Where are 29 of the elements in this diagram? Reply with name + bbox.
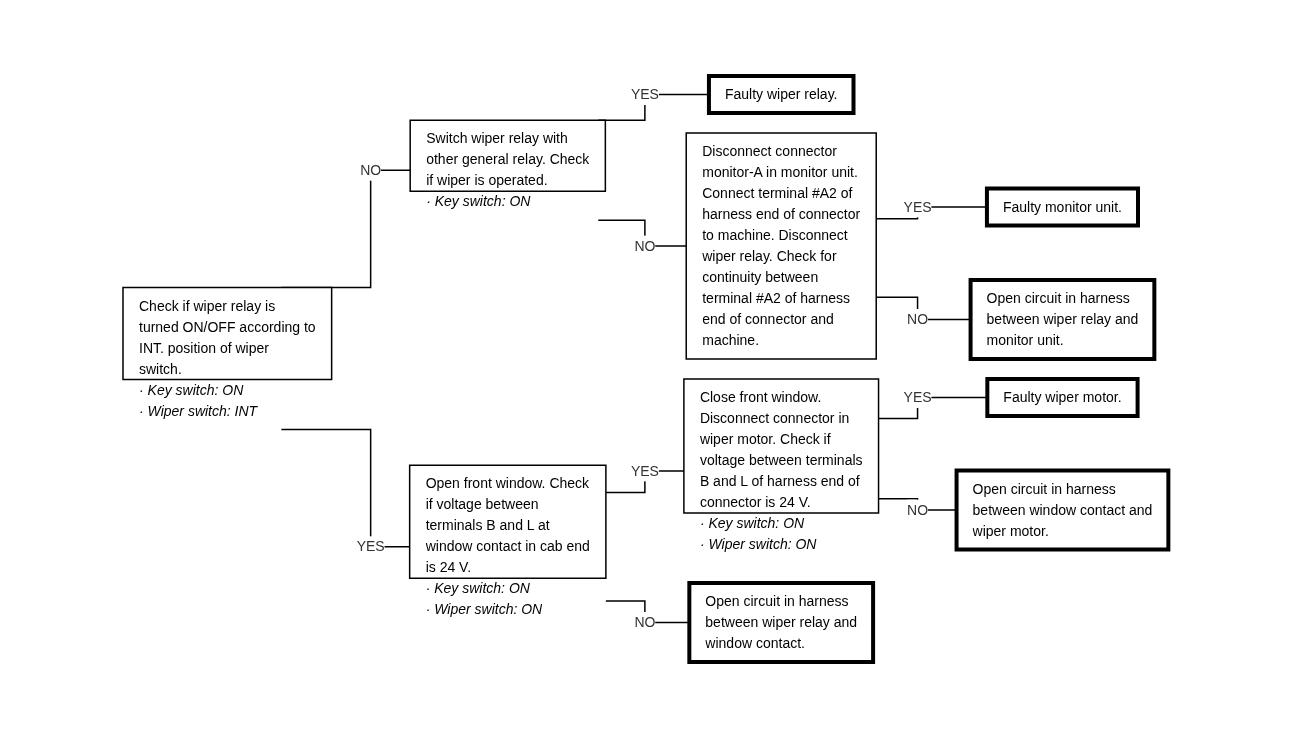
node-box: Open circuit in harness between wiper relay and monitor unit. xyxy=(968,277,1157,361)
node-box: Faulty wiper relay. xyxy=(706,73,856,115)
edge-label: NO xyxy=(634,613,656,630)
edge-label: YES xyxy=(903,198,932,214)
node-label: · Key switch: ON xyxy=(138,381,244,397)
edge-label: YES xyxy=(356,537,385,554)
edge-label: NO xyxy=(359,161,381,178)
node-box: Faulty monitor unit. xyxy=(984,186,1140,227)
node-label: · Wiper switch: INT xyxy=(138,402,257,418)
node-box: Disconnect connector monitor-A in monitor unit. Connect terminal #A2 of harness end of connector to machine. Disconnect wiper relay. Check for continuity between terminal #A2 of harness end of connector and machine. xyxy=(685,131,877,360)
node-box: Check if wiper relay is turned ON/OFF according to INT. position of wiper switch. xyxy=(122,286,333,380)
node-box: Open circuit in harness between wiper relay and window contact. xyxy=(687,580,875,664)
edge-label: YES xyxy=(630,462,659,478)
connector xyxy=(597,219,687,247)
node-box: Close front window. Disconnect connector in wiper motor. Check if voltage between terminals B and L of harness end of connector is 24 V. xyxy=(682,377,880,514)
node-label: · Wiper switch: ON xyxy=(425,600,543,617)
node-label: · Key switch: ON xyxy=(699,514,804,531)
node-box: Switch wiper relay with other general relay. Check if wiper is operated. xyxy=(409,119,606,192)
node-box: Faulty wiper motor. xyxy=(985,376,1140,418)
edge-label: YES xyxy=(903,388,932,405)
edge-label: NO xyxy=(906,501,928,517)
node-label: · Key switch: ON xyxy=(425,192,531,209)
edge-label: NO xyxy=(634,237,656,253)
node-box: Open front window. Check if voltage between terminals B and L at window contact in cab end is 24 V. xyxy=(408,464,607,579)
edge-label: YES xyxy=(630,85,659,102)
node-label: · Wiper switch: ON xyxy=(699,535,817,552)
node-label: · Key switch: ON xyxy=(425,579,530,596)
node-box: Open circuit in harness between window contact and wiper motor. xyxy=(954,468,1171,551)
edge-label: NO xyxy=(906,310,928,327)
